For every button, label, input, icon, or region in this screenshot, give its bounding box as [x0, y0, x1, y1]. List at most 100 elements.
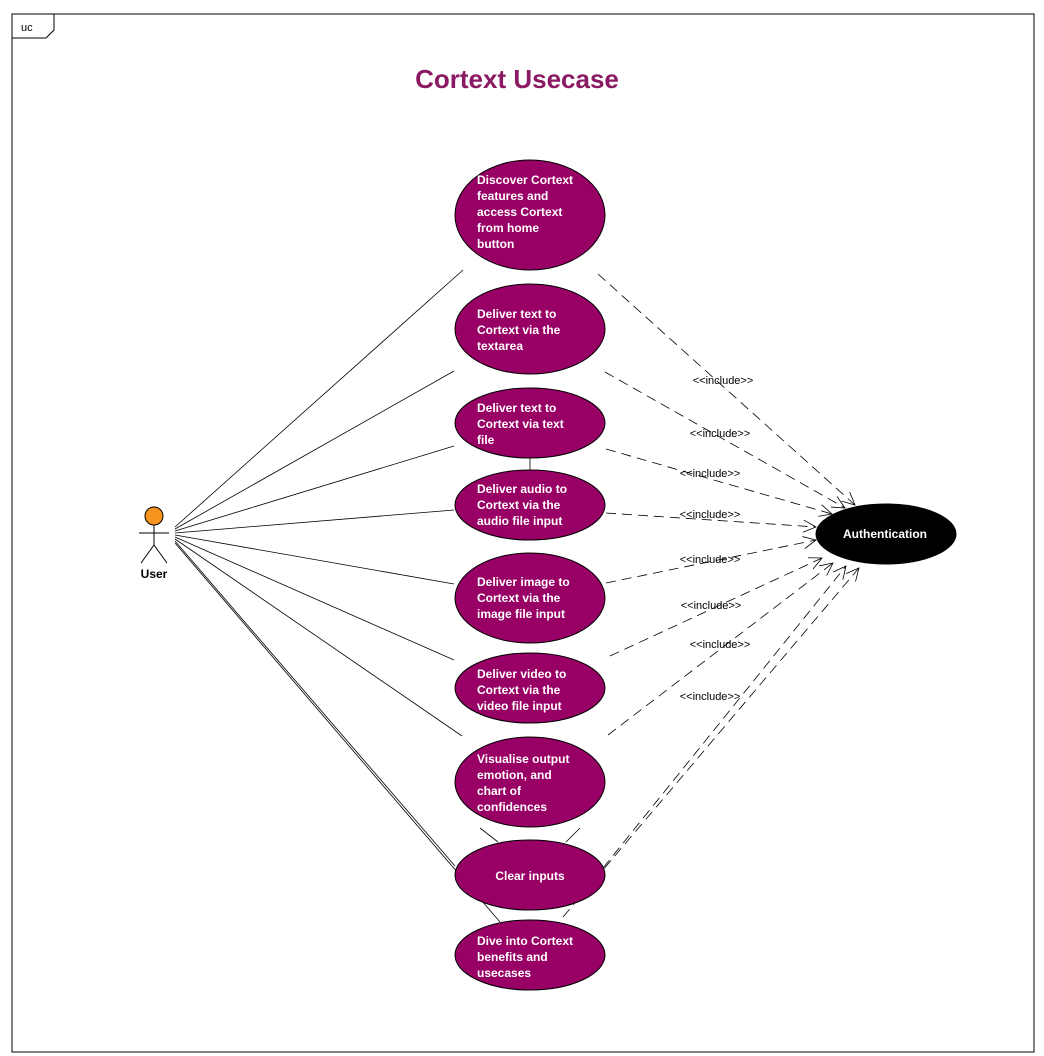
use-case-clear[interactable]: Clear inputs	[454, 839, 606, 911]
use-case-label-line: file	[477, 433, 495, 447]
use-case-label-line: audio file input	[477, 514, 562, 528]
use-case-label-line: Deliver text to	[477, 401, 556, 415]
include-audio	[605, 512, 817, 528]
use-case-ellipse	[454, 283, 606, 375]
association-text-file	[174, 445, 455, 532]
use-case-label: Clear inputs	[495, 869, 565, 883]
use-case-label-line: Dive into Cortext	[477, 934, 573, 948]
include-arrowhead	[818, 504, 833, 517]
association-clear	[174, 540, 456, 867]
association-audio	[174, 509, 455, 534]
include-label: <<include>>	[693, 375, 754, 387]
use-case-label: Discover Cortext features and access Corte…	[477, 173, 573, 251]
use-case-ellipse	[454, 736, 606, 828]
diagram-frame	[11, 13, 1035, 1053]
use-case-ellipse	[454, 919, 606, 991]
include-label: <<include>>	[680, 509, 741, 521]
include-dive	[562, 567, 860, 918]
use-case-label: Visualise output emotion, and chart of conf…	[477, 752, 569, 814]
use-case-label-line: Visualise output	[477, 752, 569, 766]
use-case-dive[interactable]: Dive into Cortext benefits and usecases	[454, 919, 606, 991]
association-visualise	[174, 538, 463, 737]
use-case-label: Deliver text to Cortext via text file	[477, 401, 564, 447]
use-case-label-line: access Cortext	[477, 205, 562, 219]
use-case-label-line: usecases	[477, 966, 531, 980]
use-case-label-line: chart of	[477, 784, 522, 798]
include-arrowhead	[802, 519, 817, 533]
authentication-ellipse	[815, 503, 957, 565]
include-arrowhead	[831, 496, 846, 509]
diagram-title: Cortext Usecase	[415, 64, 619, 94]
include-label: <<include>>	[690, 428, 751, 440]
use-case-discover[interactable]: Discover Cortext features and access Corte…	[454, 159, 606, 271]
actor-head	[144, 506, 164, 526]
use-case-label: Deliver image to Cortext via the image fil…	[477, 575, 570, 621]
include-image	[605, 539, 817, 584]
include-label: <<include>>	[680, 691, 741, 703]
actor-user[interactable]: User	[139, 506, 169, 581]
use-case-label-line: confidences	[477, 800, 547, 814]
use-case-text-file[interactable]: Deliver text to Cortext via text file	[454, 387, 606, 459]
association-discover	[174, 269, 464, 528]
use-case-image[interactable]: Deliver image to Cortext via the image fil…	[454, 552, 606, 644]
include-arrowhead	[833, 565, 847, 580]
use-case-label-line: Discover Cortext	[477, 173, 573, 187]
connectors: <<include>> <<include>> <<include>> <<inclu…	[174, 269, 860, 923]
use-case-label-line: Deliver text to	[477, 307, 556, 321]
include-video	[609, 557, 823, 657]
include-arrowhead	[846, 567, 860, 582]
use-case-label-line: Cortext via text	[477, 417, 564, 431]
association-image	[174, 534, 455, 585]
actor-label: User	[141, 567, 168, 581]
include-arrowhead	[802, 536, 817, 549]
include-arrowhead	[841, 491, 856, 506]
use-case-link	[565, 827, 581, 843]
use-case-label: Deliver text to Cortext via the textarea	[477, 307, 561, 353]
use-cases: Discover Cortext features and access Corte…	[454, 159, 606, 991]
use-case-authentication[interactable]: Authentication	[815, 503, 957, 565]
include-text-file	[605, 448, 833, 515]
use-case-ellipse	[454, 469, 606, 541]
use-case-label-line: textarea	[477, 339, 523, 353]
use-case-label-line: video file input	[477, 699, 562, 713]
actor-leg-right	[153, 544, 168, 564]
use-case-label-line: emotion, and	[477, 768, 552, 782]
use-case-ellipse	[454, 552, 606, 644]
include-label: <<include>>	[680, 468, 741, 480]
use-case-label-line: Cortext via the	[477, 591, 561, 605]
association-dive	[174, 542, 501, 923]
use-case-label-line: image file input	[477, 607, 565, 621]
use-case-label-line: benefits and	[477, 950, 548, 964]
use-case-label-line: Cortext via the	[477, 323, 561, 337]
use-case-label-line: Deliver image to	[477, 575, 570, 589]
use-case-ellipse	[454, 652, 606, 724]
include-label: <<include>>	[690, 639, 751, 651]
use-case-visualise[interactable]: Visualise output emotion, and chart of conf…	[454, 736, 606, 828]
use-case-label: Dive into Cortext benefits and usecases	[477, 934, 573, 980]
include-arrowhead	[807, 557, 823, 570]
use-case-label-line: Clear inputs	[495, 869, 565, 883]
frame-tag: uc	[21, 22, 33, 34]
authentication-label: Authentication	[843, 527, 927, 541]
use-case-link	[479, 827, 499, 843]
use-case-label-line: from home	[477, 221, 539, 235]
include-arrowhead	[819, 562, 834, 576]
use-case-label-line: features and	[477, 189, 548, 203]
include-text-area	[604, 371, 846, 509]
include-label: <<include>>	[681, 600, 742, 612]
association-text-area	[174, 370, 455, 530]
include-clear	[602, 565, 847, 869]
use-case-ellipse	[454, 387, 606, 459]
use-case-label-line: Deliver audio to	[477, 482, 567, 496]
use-case-ellipse	[454, 159, 606, 271]
include-label: <<include>>	[680, 554, 741, 566]
include-discover	[597, 273, 856, 506]
use-case-text-area[interactable]: Deliver text to Cortext via the textarea	[454, 283, 606, 375]
use-case-ellipse	[454, 839, 606, 911]
frame-tag-box	[12, 13, 55, 39]
